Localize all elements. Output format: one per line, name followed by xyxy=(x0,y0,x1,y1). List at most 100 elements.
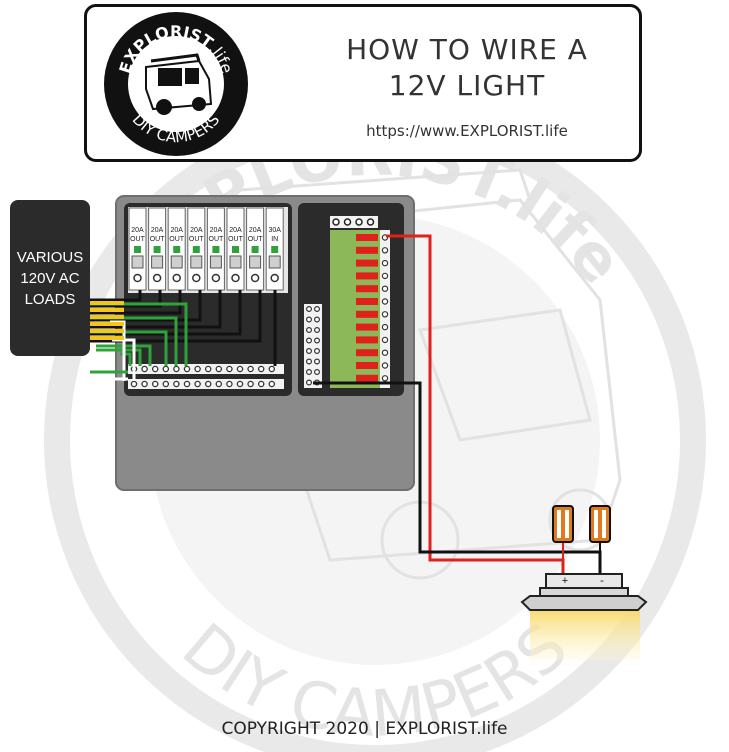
breaker-toggle xyxy=(268,255,281,269)
ac-cable-bundle xyxy=(90,301,124,340)
negative-bus-screw xyxy=(306,337,313,344)
fuse-output-screw xyxy=(381,272,389,280)
breaker-screw xyxy=(270,273,279,283)
breaker-5: 20A OUT xyxy=(206,207,225,291)
bus-screw xyxy=(268,380,276,388)
breaker-type-label: OUT xyxy=(169,236,185,243)
fuse-top-screw xyxy=(332,218,340,226)
breaker-type-label: OUT xyxy=(130,236,146,243)
breaker-indicator xyxy=(153,246,161,253)
breaker-type-label: OUT xyxy=(209,236,225,243)
bus-screw xyxy=(173,365,180,373)
breaker-screw xyxy=(250,273,260,283)
breaker-indicator xyxy=(212,246,220,253)
bus-screw xyxy=(194,365,201,373)
breaker-screw xyxy=(172,273,181,283)
bus-screw xyxy=(236,365,244,373)
bus-screw xyxy=(226,365,233,373)
bus-screw xyxy=(194,380,201,388)
negative-bus-screw xyxy=(314,327,321,334)
fuse xyxy=(356,349,378,357)
breaker-screw xyxy=(133,273,142,283)
breaker-7: 20A OUT xyxy=(246,207,265,291)
breaker-3: 20A OUT xyxy=(167,207,186,291)
fuse-output-screw xyxy=(381,311,389,318)
bus-screw xyxy=(130,380,138,388)
bus-screw xyxy=(226,380,233,388)
fuse-output-screw xyxy=(381,259,389,267)
breaker-indicator xyxy=(192,246,200,253)
bus-screw xyxy=(247,380,254,388)
negative-bus-screw xyxy=(314,316,321,323)
breaker-type-label: OUT xyxy=(189,236,205,243)
breaker-toggle xyxy=(209,255,222,269)
light-glow xyxy=(530,610,640,660)
negative-bus-screw xyxy=(314,369,321,376)
breaker-amp-label: 20A xyxy=(170,227,183,234)
loads-line-2: 120V AC xyxy=(20,269,80,287)
bus-screw xyxy=(183,380,191,388)
ac-loads-box: VARIOUS 120V AC LOADS xyxy=(10,200,90,356)
fuse-output-screw xyxy=(381,247,389,254)
fuse xyxy=(356,336,378,344)
van-icon xyxy=(145,53,213,115)
breaker-indicator xyxy=(271,246,279,253)
fuse-block-top xyxy=(330,216,378,228)
breaker-screw xyxy=(231,273,240,283)
fuse-output-screw xyxy=(381,349,389,356)
bus-screw xyxy=(151,365,159,373)
negative-bus-screw xyxy=(314,358,321,365)
fuse xyxy=(356,298,378,305)
bus-screw xyxy=(151,380,159,388)
negative-bus-screw xyxy=(314,337,321,344)
breaker-type-label: OUT xyxy=(248,236,264,243)
bus-screw xyxy=(141,365,148,373)
loads-line-1: VARIOUS xyxy=(16,248,84,266)
bus-screw xyxy=(257,365,265,373)
fuse-top-terminals xyxy=(332,218,375,226)
fuse xyxy=(356,272,378,280)
fuse-output-screw xyxy=(381,285,389,292)
breaker-indicator xyxy=(173,246,181,253)
loads-line-3: LOADS xyxy=(24,290,76,308)
bus-screw xyxy=(268,365,276,373)
bus-screw xyxy=(162,365,170,373)
website-url: https://www.EXPLORIST.life xyxy=(366,122,568,140)
breaker-amp-label: 20A xyxy=(131,227,144,234)
bus-screw xyxy=(204,365,212,373)
bus-screw xyxy=(162,380,170,388)
light-plus-label: + xyxy=(562,575,568,587)
breaker-amp-label: 20A xyxy=(210,227,223,234)
breaker-toggle xyxy=(190,255,203,269)
fuse xyxy=(356,310,378,318)
negative-bus-screw xyxy=(306,358,313,365)
positive-connector xyxy=(552,505,574,543)
breaker-toggle xyxy=(170,255,183,269)
fuse-row-group xyxy=(356,234,378,382)
breaker-indicator xyxy=(251,246,259,253)
fuse-top-screw xyxy=(355,218,363,226)
breaker-toggle xyxy=(131,255,144,269)
fuse xyxy=(356,374,378,382)
fuse-top-screw xyxy=(366,218,375,226)
negative-connector xyxy=(589,505,611,543)
fuse xyxy=(356,285,378,293)
negative-bus-screw xyxy=(306,379,313,386)
breaker-indicator xyxy=(232,246,239,253)
bus-screw xyxy=(173,380,180,388)
title-line-1: HOW TO WIRE A xyxy=(346,33,588,66)
bus-screw xyxy=(215,365,223,373)
breaker-toggle xyxy=(229,255,242,269)
fuse-output-terminals xyxy=(381,234,389,382)
breaker-amp-label: 20A xyxy=(249,227,262,234)
fuse xyxy=(356,246,378,254)
explorist-logo: EXPLORIST.life DIY CAMPERS xyxy=(104,12,248,156)
breaker-type-label: OUT xyxy=(228,236,244,243)
negative-bus-screw xyxy=(306,327,313,334)
breaker-screw xyxy=(192,273,201,283)
breaker-toggle xyxy=(249,255,262,269)
